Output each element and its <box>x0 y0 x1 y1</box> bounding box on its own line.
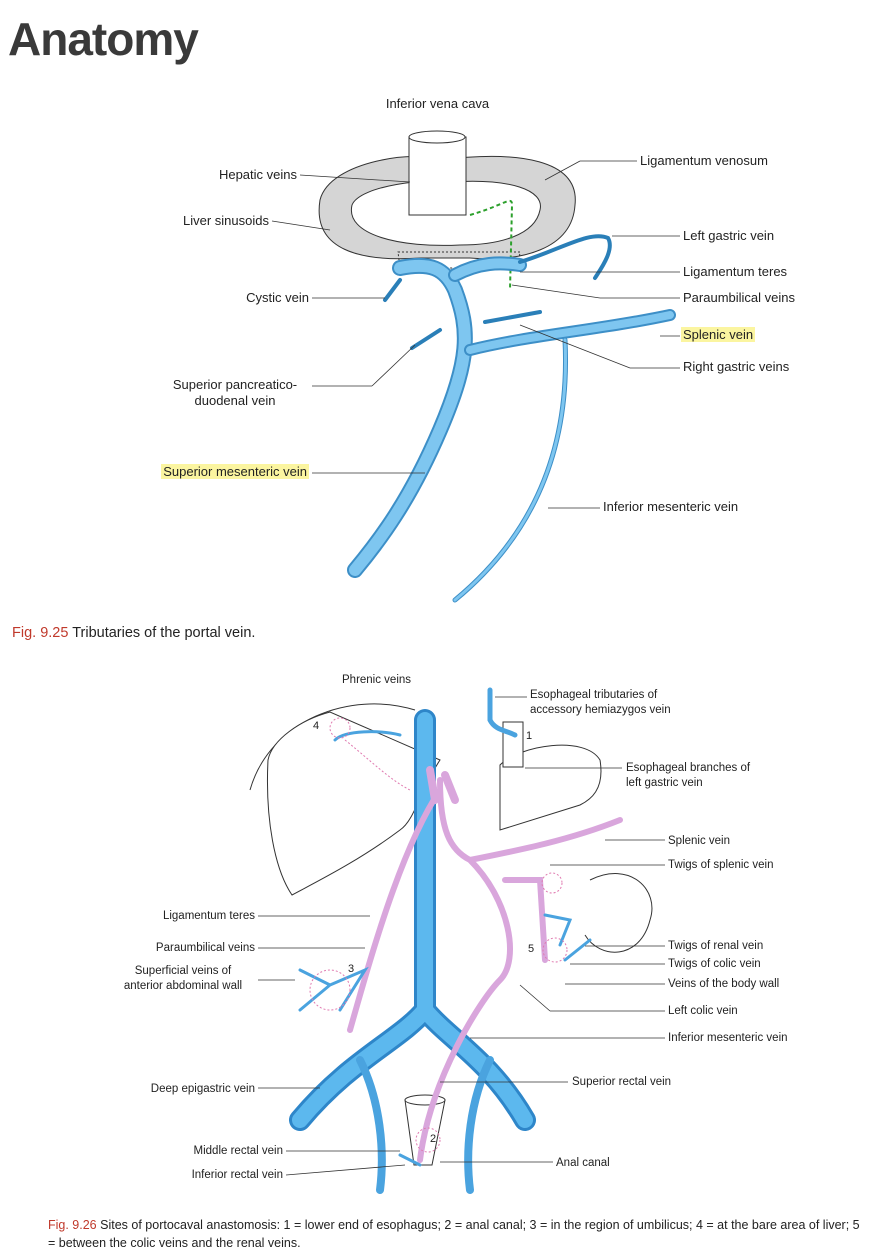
figure-number: Fig. 9.26 <box>48 1218 97 1232</box>
label-superior-mesenteric-vein: Superior mesenteric vein <box>100 464 309 480</box>
label-splenic-vein-2: Splenic vein <box>668 835 731 847</box>
label-line: Esophageal branches of <box>626 762 751 774</box>
site-number-4: 4 <box>313 720 320 732</box>
label-inferior-vena-cava: Inferior vena cava <box>385 96 490 111</box>
label-esophageal-branches: Esophageal branches of left gastric vein <box>626 761 750 791</box>
label-ligamentum-venosum: Ligamentum venosum <box>640 153 768 168</box>
label-body-wall-veins: Veins of the body wall <box>668 978 780 990</box>
label-twigs-colic: Twigs of colic vein <box>668 958 761 970</box>
label-liver-sinusoids: Liver sinusoids <box>183 213 269 228</box>
caption-text: Sites of portocaval anastomosis: 1 = low… <box>48 1218 860 1250</box>
label-twigs-renal: Twigs of renal vein <box>668 940 764 952</box>
highlight: Splenic vein <box>681 327 756 342</box>
label-middle-rectal: Middle rectal vein <box>193 1145 283 1157</box>
label-line: accessory hemiazygos vein <box>530 704 671 716</box>
label-twigs-splenic: Twigs of splenic vein <box>668 859 774 871</box>
site-number-5: 5 <box>528 943 535 955</box>
label-anal-canal: Anal canal <box>556 1157 610 1169</box>
caption-text: Tributaries of the portal vein. <box>72 625 256 641</box>
label-esophageal-tributaries: Esophageal tributaries of accessory hemia… <box>530 688 671 718</box>
label-inferior-mesenteric-vein: Inferior mesenteric vein <box>603 499 739 514</box>
label-hepatic-veins: Hepatic veins <box>218 167 297 182</box>
highlight: Superior mesenteric vein <box>161 464 309 479</box>
site-number-3: 3 <box>348 963 355 975</box>
figure-caption-9-26: Fig. 9.26 Sites of portocaval anastomosi… <box>48 1216 868 1252</box>
label-paraumbilical-veins: Paraumbilical veins <box>683 290 795 305</box>
figure-number: Fig. 9.25 <box>12 625 69 641</box>
label-line: left gastric vein <box>626 777 703 789</box>
label-deep-epigastric: Deep epigastric vein <box>150 1083 255 1095</box>
page-title: Anatomy <box>8 13 199 65</box>
site-number-2: 2 <box>430 1133 437 1145</box>
label-paraumbilical-2: Paraumbilical veins <box>155 942 255 954</box>
figure-caption-9-25: Fig. 9.25 Tributaries of the portal vein… <box>12 625 255 641</box>
label-line: duodenal vein <box>194 393 276 408</box>
site-number-1: 1 <box>526 730 533 742</box>
label-left-gastric-vein: Left gastric vein <box>683 228 775 243</box>
label-line: anterior abdominal wall <box>123 980 243 992</box>
label-ligamentum-teres-2: Ligamentum teres <box>162 910 255 922</box>
label-left-colic: Left colic vein <box>668 1005 738 1017</box>
label-superior-rectal: Superior rectal vein <box>572 1076 672 1088</box>
label-inferior-mesenteric-2: Inferior mesenteric vein <box>668 1032 788 1044</box>
label-superior-pancreaticoduodenal-vein: Superior pancreatico-duodenal vein <box>160 377 310 409</box>
label-splenic-vein: Splenic vein <box>681 327 756 343</box>
label-ligamentum-teres: Ligamentum teres <box>683 264 788 279</box>
label-line: Esophageal tributaries of <box>530 689 658 701</box>
portal-vein-diagram <box>271 130 680 603</box>
portocaval-anastomosis-diagram <box>249 687 665 1194</box>
label-right-gastric-veins: Right gastric veins <box>683 359 790 374</box>
label-cystic-vein: Cystic vein <box>246 290 309 305</box>
label-phrenic-veins: Phrenic veins <box>342 674 412 686</box>
label-inferior-rectal: Inferior rectal vein <box>191 1169 283 1181</box>
label-line: Superior pancreatico- <box>172 377 298 392</box>
label-line: Superficial veins of <box>134 965 232 977</box>
label-superficial-veins: Superficial veins of anterior abdominal w… <box>110 964 256 994</box>
